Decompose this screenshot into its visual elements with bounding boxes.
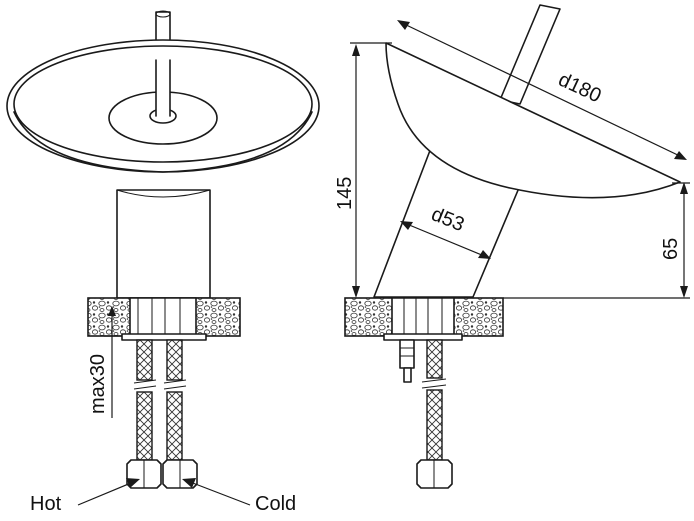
spout-height-label: 65 (660, 238, 682, 260)
cold-leader-line (184, 479, 251, 506)
hose-hot-upper (136, 339, 153, 381)
hose-side-lower (426, 389, 443, 461)
mounting-washer (121, 333, 207, 341)
basin-underside (13, 111, 313, 173)
hot-label: Hot (30, 493, 62, 515)
hose-cold-upper (166, 339, 183, 381)
front-view: max30 Hot Cold (6, 10, 320, 515)
hot-leader-line (77, 479, 139, 506)
spout-bowl (385, 42, 681, 199)
mounting-hole-side (391, 297, 455, 337)
hose-side-upper (426, 339, 443, 379)
mounting-washer-side (383, 333, 463, 341)
lever-cap (155, 10, 171, 18)
basin-inner-rim (13, 45, 313, 163)
side-view: d180 d53 145 65 (334, 4, 690, 489)
lever-handle-side (499, 4, 561, 105)
threaded-rod (399, 339, 415, 369)
total-height-label: 145 (334, 177, 356, 210)
faucet-body (116, 189, 211, 299)
max-depth-label: max30 (87, 354, 109, 414)
spout-diameter-label: d180 (555, 69, 605, 108)
cold-label: Cold (255, 493, 296, 515)
body-diameter-dimension (401, 221, 490, 259)
spout-diameter-dimension (399, 21, 685, 159)
hose-hot-lower (136, 391, 153, 461)
hose-cold-lower (166, 391, 183, 461)
mounting-hole (129, 297, 197, 337)
